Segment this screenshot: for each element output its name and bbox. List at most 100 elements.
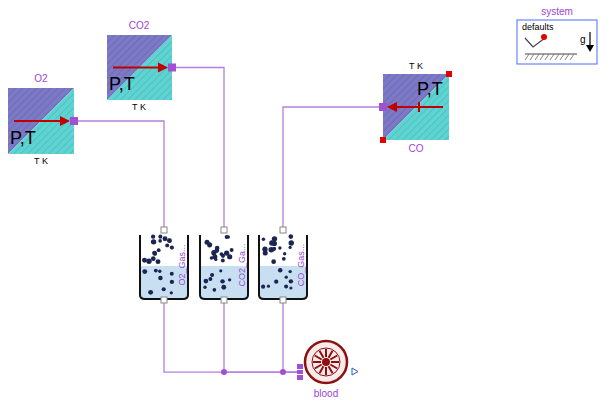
dissolved-bubble [162, 287, 166, 291]
gas-bubble [214, 248, 219, 253]
source-lower-half [107, 35, 172, 100]
gas-bubble [156, 259, 161, 264]
ground-hatch [525, 54, 529, 60]
liquid-port [280, 297, 286, 303]
dissolved-bubble [285, 275, 288, 278]
flow-tick [418, 102, 420, 112]
gas-bubble [158, 235, 162, 239]
gas-dissolution-vessel: CO2_Ga... [198, 230, 250, 300]
dissolved-bubble [267, 285, 270, 288]
fluid-port [379, 103, 387, 111]
gas-bubble [263, 251, 268, 256]
ground-hatch [540, 54, 544, 60]
parameter-label: T K [132, 103, 146, 112]
dissolved-bubble [204, 279, 209, 284]
gas-bubble [146, 259, 151, 264]
dissolved-bubble [284, 284, 288, 288]
dissolved-bubble [142, 269, 147, 274]
fluid-connection [283, 107, 383, 230]
gas-bubble [142, 258, 147, 263]
flow-arrowhead [158, 63, 168, 73]
gravity-arrowhead [586, 45, 594, 52]
gas-bubble [283, 252, 286, 255]
hatching [383, 74, 449, 140]
dissolved-bubble [261, 285, 265, 289]
gas-bubble [289, 240, 294, 245]
liquid-port [161, 297, 167, 303]
gas-bubble [289, 234, 294, 239]
flow-arrowhead [60, 116, 70, 126]
fluid-connection [283, 300, 303, 372]
blood-outer-ring [305, 341, 347, 383]
source-lower-half [8, 88, 74, 154]
blood-spoke [330, 356, 337, 360]
hatching [8, 88, 74, 154]
gas-bubble [220, 252, 224, 256]
blood-spoke [315, 365, 322, 369]
component-name: CO2 [129, 21, 150, 31]
component-name: O2_Gas... [178, 244, 187, 285]
fluid-connection [74, 121, 164, 230]
gas-bubble [212, 254, 217, 259]
ground-hatch [545, 54, 549, 60]
parameter-label: T K [34, 157, 48, 166]
dissolved-bubble [158, 276, 163, 281]
vessel-wall [259, 235, 307, 299]
gas-bubble [278, 246, 281, 249]
source-upper-half [383, 74, 449, 140]
source-lower-half [383, 74, 449, 140]
gas-bubble [282, 257, 286, 261]
icon-label: P,T [417, 80, 443, 98]
parameter-label: T K [409, 62, 423, 71]
gas-bubble [230, 248, 234, 252]
gravity-arrow [589, 32, 590, 46]
source-upper-half [107, 35, 172, 100]
selection-handle [380, 137, 386, 143]
component-name: CO2_Ga... [238, 243, 247, 286]
dissolved-bubble [288, 270, 291, 273]
icon-label: defaults [522, 23, 554, 32]
liquid-port [221, 297, 227, 303]
dissolved-bubble [210, 273, 214, 277]
icon-label: P,T [10, 129, 36, 147]
dissolved-bubble [203, 286, 206, 289]
selection-handle [446, 71, 452, 77]
gas-bubble [271, 259, 276, 264]
ground-hatch [530, 54, 534, 60]
blood-spoke [330, 365, 337, 369]
dissolved-bubble [219, 269, 222, 272]
blood-spoke [320, 366, 324, 373]
flow-arrowhead [387, 102, 397, 112]
gas-bubble [170, 246, 174, 250]
blood-spoke [313, 361, 321, 363]
bus-port-divider [297, 374, 303, 375]
ball-dot [541, 34, 547, 40]
blood-spoke [331, 361, 339, 363]
dissolved-bubble [289, 286, 292, 289]
gas-source-box: O2P,TT K [8, 88, 74, 154]
flow-arrow [14, 120, 62, 122]
source-upper-half [8, 88, 74, 154]
valley-curve [525, 38, 545, 47]
junction-dot [221, 369, 227, 375]
fluid-port [70, 117, 78, 125]
gas-bubble [151, 256, 156, 261]
gas-bubble [152, 251, 157, 256]
ground-hatch [550, 54, 554, 60]
ground-hatch [555, 54, 559, 60]
blood-core [322, 358, 330, 366]
component-name: O2 [34, 74, 47, 84]
gas-dissolution-vessel: CO_Gas... [257, 230, 309, 300]
dissolved-bubble [170, 291, 173, 294]
dissolved-bubble [154, 269, 158, 273]
gas-source-box: COP,TT K [383, 74, 449, 140]
vessel-wall [200, 235, 248, 299]
fluid-port [168, 64, 176, 72]
component-name: blood [314, 389, 338, 399]
gas-bubble [272, 236, 277, 241]
gas-bubble [227, 254, 232, 259]
gas-bubble [271, 248, 274, 251]
gas-bubble [151, 239, 156, 244]
gas-bubble [289, 246, 292, 249]
dissolved-bubble [170, 272, 174, 276]
